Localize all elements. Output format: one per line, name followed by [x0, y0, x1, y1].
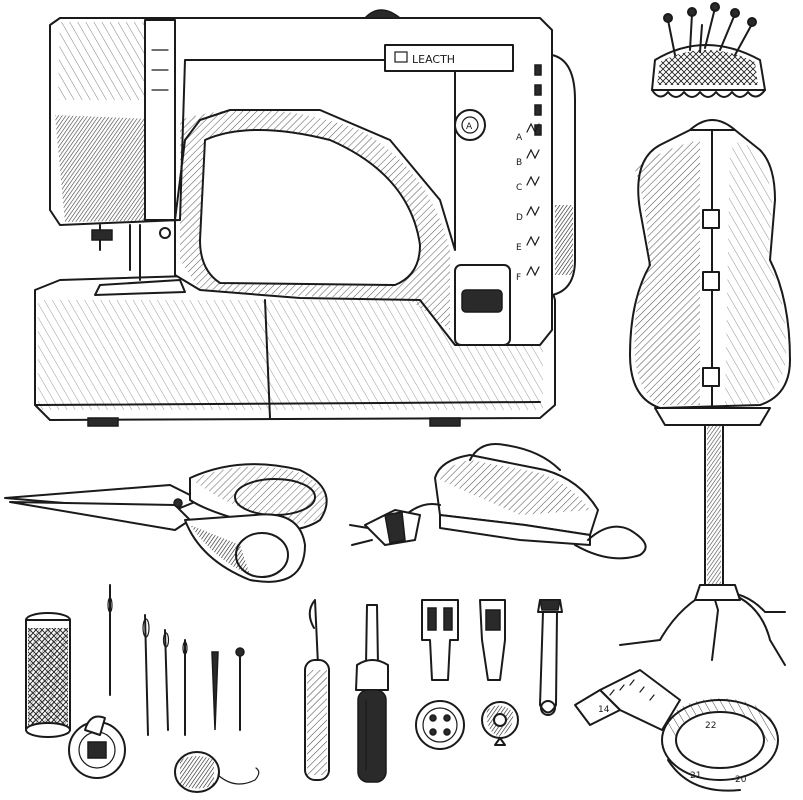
pin-cushion	[651, 2, 766, 98]
small-spool	[174, 751, 260, 793]
stitch-e: E	[516, 243, 522, 253]
tape-number-14: 14	[598, 705, 610, 715]
stitch-b: B	[516, 158, 522, 168]
tape-measure: 14 21 22 20	[574, 669, 779, 792]
dial-label: A	[466, 122, 473, 132]
foot-pedal	[349, 443, 647, 560]
stitch-c: C	[516, 183, 522, 193]
stitch-f: F	[516, 273, 521, 283]
tape-number-21: 21	[690, 771, 701, 781]
thread-spool	[25, 612, 71, 738]
tape-number-20: 20	[735, 775, 747, 785]
brand-label: LEACTH	[412, 53, 455, 66]
seam-ripper	[304, 599, 330, 781]
stitch-a: A	[516, 133, 523, 143]
screwdriver	[355, 604, 389, 783]
buttons	[415, 700, 519, 750]
scissors	[4, 463, 328, 583]
stitch-selector: A B C D E F	[516, 122, 540, 283]
stitch-d: D	[516, 213, 523, 223]
bobbin-case	[68, 715, 126, 779]
presser-feet	[421, 599, 506, 681]
safety-pin	[537, 599, 563, 716]
dress-form	[619, 119, 791, 666]
sewing-machine: LEACTH A A B C D E F	[34, 9, 576, 427]
needles	[107, 584, 245, 736]
tape-number-22: 22	[705, 721, 716, 731]
